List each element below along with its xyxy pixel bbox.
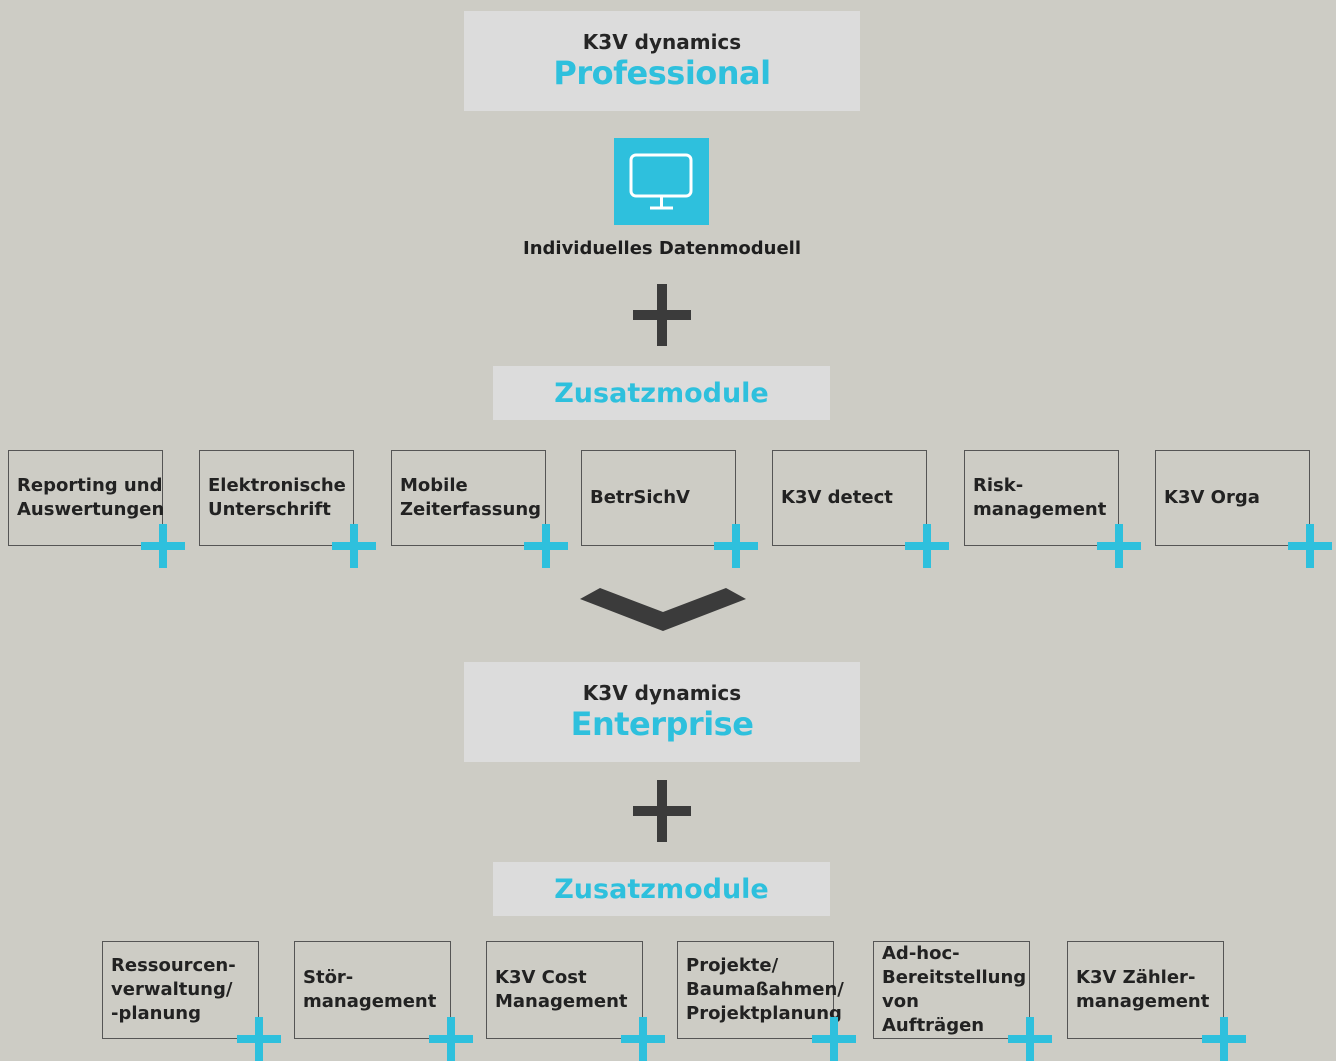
plus-icon bbox=[1288, 524, 1332, 568]
plus-icon bbox=[812, 1017, 856, 1061]
plus-icon bbox=[524, 524, 568, 568]
plus-icon bbox=[621, 1017, 665, 1061]
plus-icon bbox=[1202, 1017, 1246, 1061]
enterprise-module-label: Ressourcen- verwaltung/ -planung bbox=[111, 955, 236, 1024]
professional-module-box: K3V Orga bbox=[1155, 450, 1310, 546]
plus-icon bbox=[633, 284, 691, 346]
professional-module-box: Mobile Zeiterfassung bbox=[391, 450, 546, 546]
professional-module-label: Mobile Zeiterfassung bbox=[400, 475, 542, 520]
professional-module-label: Risk- management bbox=[973, 475, 1107, 520]
enterprise-module-label: K3V Zähler- management bbox=[1076, 967, 1210, 1012]
professional-module-label: Elektronische Unterschrift bbox=[208, 475, 346, 520]
plus-icon bbox=[332, 524, 376, 568]
professional-module-box: BetrSichV bbox=[581, 450, 736, 546]
plus-icon bbox=[714, 524, 758, 568]
plus-icon bbox=[905, 524, 949, 568]
enterprise-module-label: K3V Cost Management bbox=[495, 967, 628, 1012]
enterprise-module-box: K3V Zähler- management bbox=[1067, 941, 1224, 1039]
professional-title: Professional bbox=[553, 54, 771, 92]
plus-icon bbox=[633, 780, 691, 842]
enterprise-module-label: Projekte/ Baumaßahmen/ Projektplanung bbox=[686, 955, 844, 1024]
professional-addons-heading: Zusatzmodule bbox=[493, 366, 830, 420]
plus-icon bbox=[141, 524, 185, 568]
plus-icon bbox=[1097, 524, 1141, 568]
professional-module-label: K3V Orga bbox=[1164, 487, 1260, 508]
chevron-down-icon bbox=[580, 588, 746, 631]
professional-module-label: BetrSichV bbox=[590, 487, 690, 508]
core-module-label: Individuelles Datenmoduell bbox=[523, 238, 801, 259]
monitor-icon bbox=[614, 138, 709, 225]
enterprise-addons-heading: Zusatzmodule bbox=[493, 862, 830, 916]
professional-module-label: Reporting und Auswertungen bbox=[17, 475, 165, 520]
enterprise-subtitle: K3V dynamics bbox=[582, 681, 742, 705]
enterprise-module-label: Ad-hoc- Bereitstellung von Aufträgen bbox=[882, 943, 1027, 1036]
enterprise-module-box: Ressourcen- verwaltung/ -planung bbox=[102, 941, 259, 1039]
professional-module-box: Risk- management bbox=[964, 450, 1119, 546]
plus-icon bbox=[1008, 1017, 1052, 1061]
enterprise-module-box: Ad-hoc- Bereitstellung von Aufträgen bbox=[873, 941, 1030, 1039]
enterprise-title: Enterprise bbox=[570, 705, 754, 743]
professional-module-box: Reporting und Auswertungen bbox=[8, 450, 165, 546]
enterprise-module-box: K3V Cost Management bbox=[486, 941, 643, 1039]
professional-module-box: Elektronische Unterschrift bbox=[199, 450, 354, 546]
enterprise-title-box: K3V dynamics Enterprise bbox=[464, 662, 860, 762]
enterprise-module-box: Stör- management bbox=[294, 941, 451, 1039]
enterprise-module-label: Stör- management bbox=[303, 967, 437, 1012]
professional-module-box: K3V detect bbox=[772, 450, 927, 546]
enterprise-module-box: Projekte/ Baumaßahmen/ Projektplanung bbox=[677, 941, 844, 1039]
professional-title-box: K3V dynamics Professional bbox=[464, 11, 860, 111]
professional-module-label: K3V detect bbox=[781, 487, 893, 508]
plus-icon bbox=[237, 1017, 281, 1061]
professional-subtitle: K3V dynamics bbox=[582, 30, 742, 54]
plus-icon bbox=[429, 1017, 473, 1061]
